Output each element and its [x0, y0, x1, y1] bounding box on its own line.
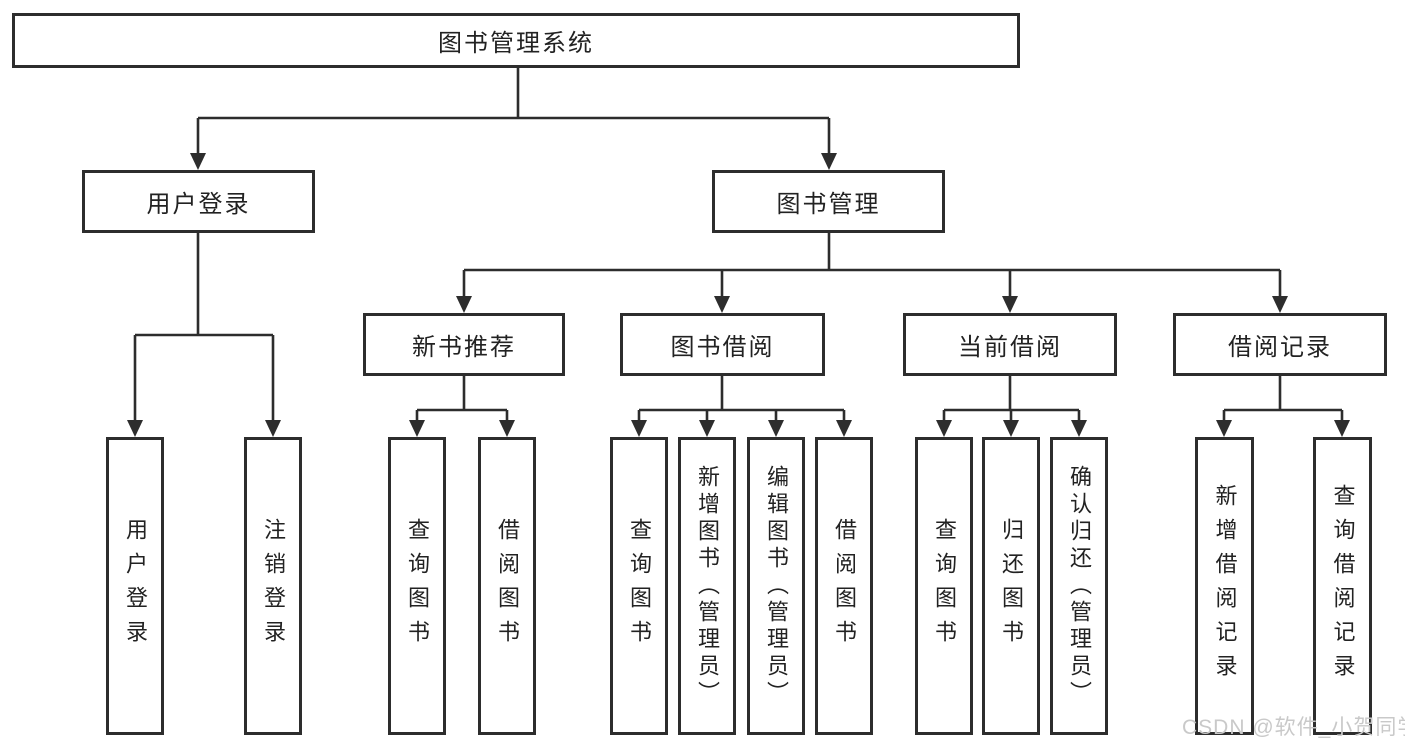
node-book-management: 图书管理: [712, 170, 945, 233]
connector-book-borrow-to-leaves: [637, 376, 846, 423]
arrowhead: [190, 153, 206, 170]
leaf-query-books-recommend: 查询图书: [388, 437, 446, 735]
arrowhead: [1002, 296, 1018, 313]
arrowhead: [699, 420, 715, 437]
arrowhead: [821, 153, 837, 170]
node-book-management-label: 图书管理: [776, 191, 881, 218]
node-borrow-records: 借阅记录: [1173, 313, 1387, 376]
leaf-add-book-admin-label: 新增图书（管理员）: [695, 464, 720, 708]
arrowhead: [631, 420, 647, 437]
arrowhead: [1071, 420, 1087, 437]
arrowhead: [1003, 420, 1019, 437]
leaf-add-borrow-record-label: 新增借阅记录: [1212, 484, 1238, 688]
arrowheads: [127, 153, 1350, 437]
arrowhead: [714, 296, 730, 313]
connector-borrow-records-to-leaves: [1222, 376, 1344, 423]
leaf-query-borrow-record: 查询借阅记录: [1313, 437, 1372, 735]
arrowhead: [1216, 420, 1232, 437]
leaf-confirm-return-admin: 确认归还（管理员）: [1050, 437, 1108, 735]
arrowhead: [409, 420, 425, 437]
leaf-query-books-recommend-label: 查询图书: [405, 518, 430, 654]
arrowhead: [499, 420, 515, 437]
leaf-query-books-current-label: 查询图书: [932, 518, 957, 654]
leaf-user-login: 用户登录: [106, 437, 164, 735]
connector-current-borrow-to-leaves: [942, 376, 1081, 423]
arrowhead: [836, 420, 852, 437]
arrowhead: [127, 420, 143, 437]
leaf-borrow-books-label: 借阅图书: [832, 518, 857, 654]
node-book-borrow: 图书借阅: [620, 313, 825, 376]
leaf-query-books-borrow-label: 查询图书: [627, 518, 652, 654]
leaf-borrow-books-recommend: 借阅图书: [478, 437, 536, 735]
leaf-add-borrow-record: 新增借阅记录: [1195, 437, 1254, 735]
leaf-logout-label: 注销登录: [261, 518, 286, 654]
arrowhead: [265, 420, 281, 437]
leaf-edit-book-admin: 编辑图书（管理员）: [747, 437, 805, 735]
node-root: 图书管理系统: [12, 13, 1020, 68]
leaf-query-books-borrow: 查询图书: [610, 437, 668, 735]
arrowhead: [936, 420, 952, 437]
leaf-borrow-books-recommend-label: 借阅图书: [495, 518, 520, 654]
arrowhead: [1272, 296, 1288, 313]
leaf-confirm-return-admin-label: 确认归还（管理员）: [1067, 464, 1092, 708]
connector-user-login-to-leaves: [133, 233, 275, 423]
leaf-return-books-label: 归还图书: [999, 518, 1024, 654]
arrowhead: [456, 296, 472, 313]
connector-book-management-to-level3: [462, 233, 1282, 299]
leaf-add-book-admin: 新增图书（管理员）: [678, 437, 736, 735]
node-new-book-recommend-label: 新书推荐: [412, 334, 516, 361]
arrowhead: [1334, 420, 1350, 437]
csdn-watermark: CSDN @软件_小贺同学: [1182, 716, 1405, 739]
leaf-logout: 注销登录: [244, 437, 302, 735]
connector-new-book-to-leaves: [415, 376, 509, 423]
node-root-label: 图书管理系统: [438, 30, 594, 57]
node-user-login: 用户登录: [82, 170, 315, 233]
leaf-edit-book-admin-label: 编辑图书（管理员）: [764, 464, 789, 708]
node-book-borrow-label: 图书借阅: [670, 334, 775, 361]
leaf-borrow-books: 借阅图书: [815, 437, 873, 735]
node-new-book-recommend: 新书推荐: [363, 313, 565, 376]
leaf-return-books: 归还图书: [982, 437, 1040, 735]
node-current-borrow-label: 当前借阅: [958, 334, 1062, 361]
node-borrow-records-label: 借阅记录: [1228, 334, 1332, 361]
node-user-login-label: 用户登录: [146, 191, 251, 218]
leaf-query-borrow-record-label: 查询借阅记录: [1330, 484, 1356, 688]
leaf-user-login-label: 用户登录: [123, 518, 148, 654]
arrowhead: [768, 420, 784, 437]
connector-root-to-level2: [196, 68, 831, 156]
leaf-query-books-current: 查询图书: [915, 437, 973, 735]
node-current-borrow: 当前借阅: [903, 313, 1117, 376]
